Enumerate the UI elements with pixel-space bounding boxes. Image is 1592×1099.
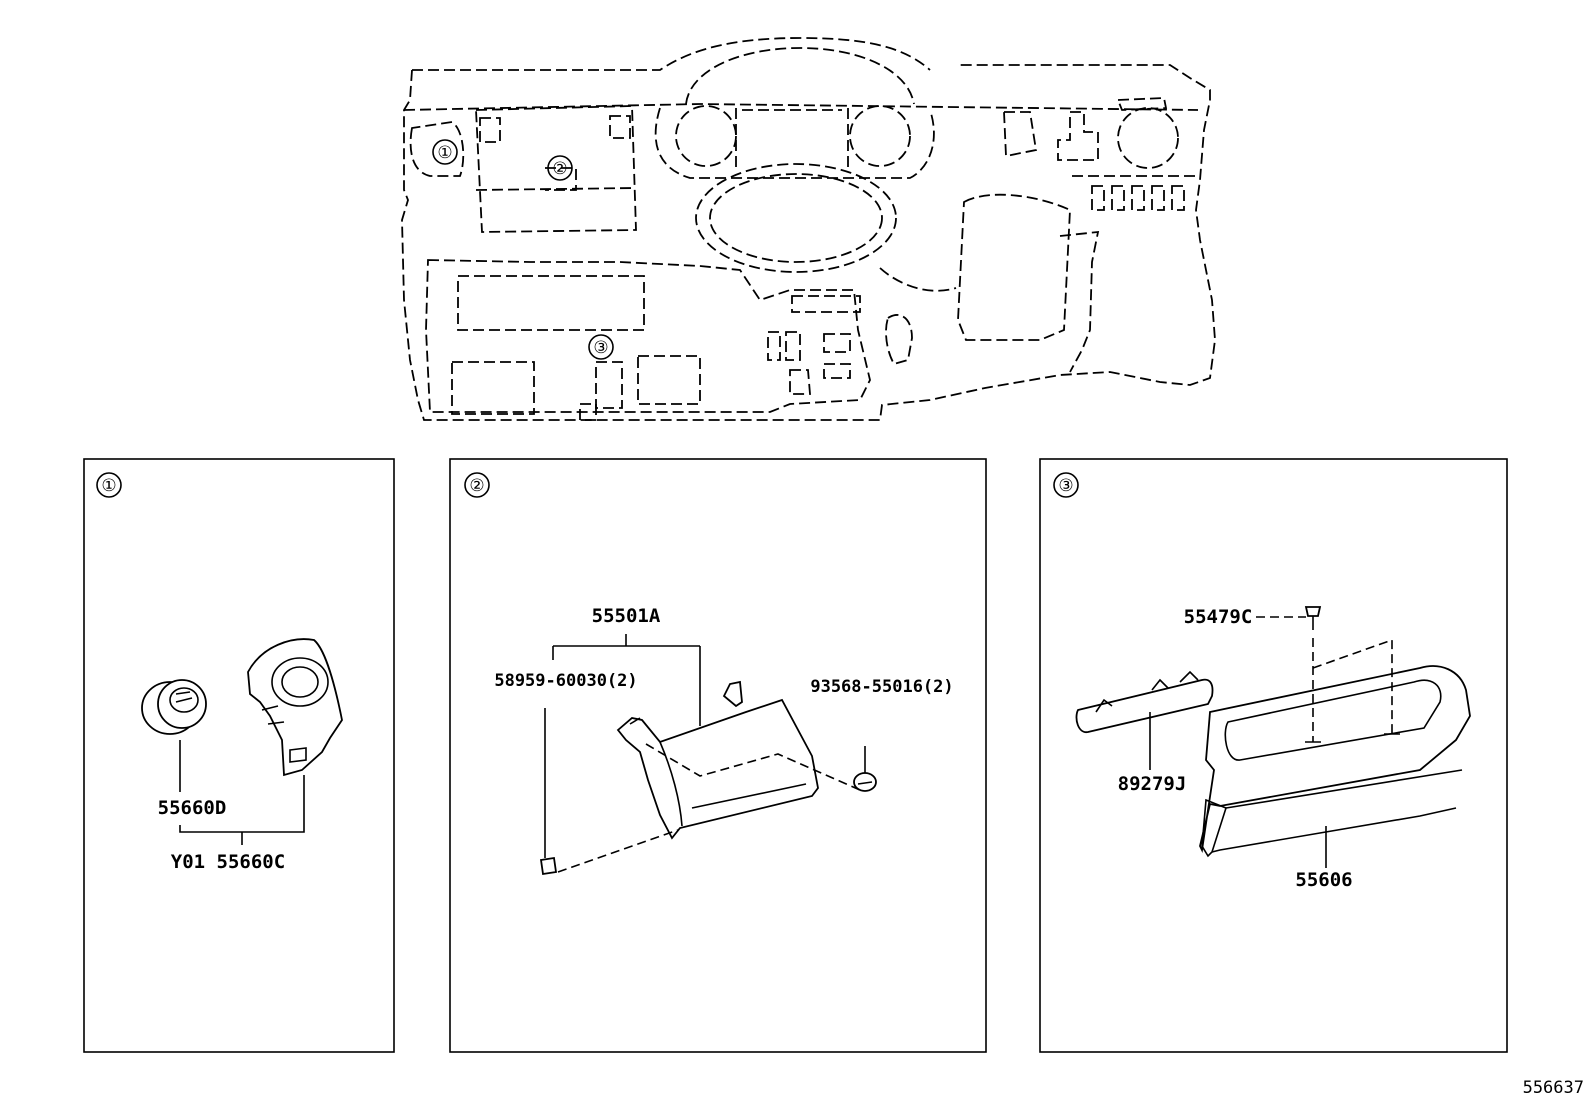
vent-bezel-part <box>247 638 343 777</box>
callout-1: ① <box>437 143 452 163</box>
panel-2-frame <box>449 458 987 1053</box>
panel-1-frame <box>83 458 395 1053</box>
part-number-Y01-55660C: Y01 55660C <box>171 851 285 873</box>
part-number-55479C: 55479C <box>1184 606 1253 628</box>
panel-2: ② 55501A 58959-60030(2) 93568-55016(2) <box>449 458 987 1053</box>
trim-strip-part <box>1075 670 1214 733</box>
lower-panel-part <box>1199 665 1471 858</box>
callout-2: ② <box>552 159 567 179</box>
panel-2-marker: ② <box>469 476 484 496</box>
stopper-part <box>539 856 558 876</box>
panel-1-marker: ① <box>101 476 116 496</box>
panel-3-frame <box>1039 458 1508 1053</box>
clip-part <box>1304 606 1322 630</box>
part-number-58959-60030: 58959-60030(2) <box>494 671 637 691</box>
part-number-55606: 55606 <box>1295 869 1352 891</box>
dashboard-overview: ① ② ③ <box>401 37 1216 421</box>
figure-reference-number: 556637 <box>1523 1078 1584 1098</box>
part-number-55660D: 55660D <box>158 797 227 819</box>
callout-3-circle <box>588 334 614 360</box>
part-number-89279J: 89279J <box>1118 773 1187 795</box>
panel-3-marker: ③ <box>1058 476 1073 496</box>
glove-box-door-part <box>616 680 819 840</box>
screw-part <box>853 746 877 792</box>
callout-2-circle <box>547 155 573 181</box>
callout-1-circle <box>432 139 458 165</box>
air-vent-part <box>141 679 207 735</box>
callout-3: ③ <box>593 338 608 358</box>
panel-1: ① 55660D Y01 55660C <box>83 458 395 1053</box>
part-number-93568-55016: 93568-55016(2) <box>810 677 953 697</box>
part-number-55501A: 55501A <box>592 605 661 627</box>
panel-3: ③ 55479C 89279J 55606 <box>1039 458 1508 1053</box>
